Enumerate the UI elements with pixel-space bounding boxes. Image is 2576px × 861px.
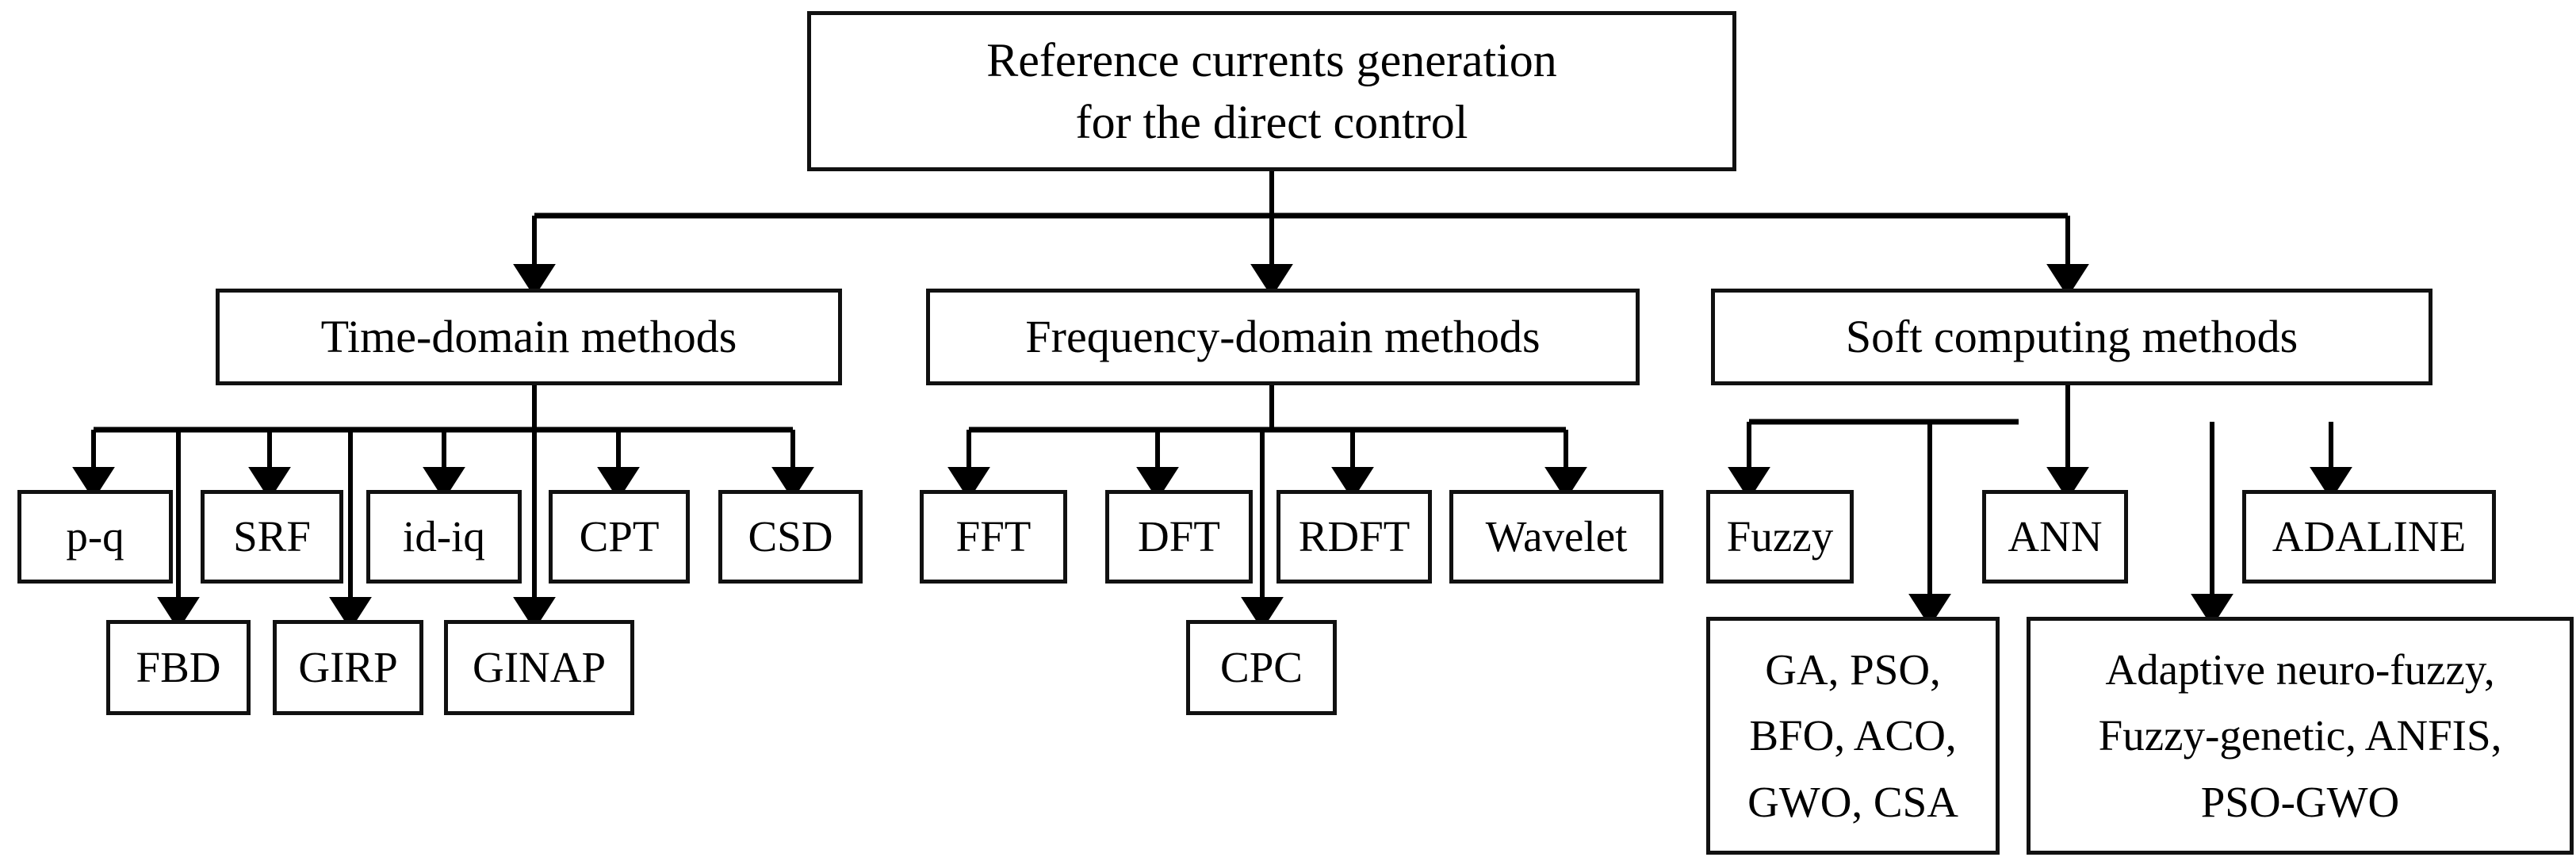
node-id-iq-label: id-iq xyxy=(403,512,485,561)
node-csd-label: CSD xyxy=(748,512,833,561)
node-girp-label: GIRP xyxy=(298,643,398,692)
node-frequency-domain[interactable]: Frequency-domain methods xyxy=(926,289,1640,385)
node-anfis[interactable]: Adaptive neuro-fuzzy, Fuzzy-genetic, ANF… xyxy=(2027,617,2574,855)
node-rdft-label: RDFT xyxy=(1298,512,1410,561)
node-srf-label: SRF xyxy=(233,512,311,561)
node-fft[interactable]: FFT xyxy=(920,490,1067,584)
node-cpt-label: CPT xyxy=(579,512,660,561)
node-rdft[interactable]: RDFT xyxy=(1277,490,1432,584)
node-cpc[interactable]: CPC xyxy=(1186,620,1337,715)
node-ga-pso-label: GA, PSO, BFO, ACO, GWO, CSA xyxy=(1747,645,1958,826)
node-wavelet-label: Wavelet xyxy=(1485,512,1628,561)
node-dft[interactable]: DFT xyxy=(1105,490,1253,584)
node-fuzzy-label: Fuzzy xyxy=(1726,512,1834,561)
node-adaline-label: ADALINE xyxy=(2272,512,2467,561)
node-anfis-label: Adaptive neuro-fuzzy, Fuzzy-genetic, ANF… xyxy=(2098,645,2502,826)
node-soft-computing[interactable]: Soft computing methods xyxy=(1711,289,2432,385)
node-soft-computing-label: Soft computing methods xyxy=(1845,311,2298,363)
node-frequency-domain-label: Frequency-domain methods xyxy=(1025,311,1541,363)
node-time-domain-label: Time-domain methods xyxy=(320,311,737,363)
node-csd[interactable]: CSD xyxy=(718,490,863,584)
node-ga-pso[interactable]: GA, PSO, BFO, ACO, GWO, CSA xyxy=(1706,617,2000,855)
node-cpc-label: CPC xyxy=(1220,643,1303,692)
node-srf[interactable]: SRF xyxy=(201,490,343,584)
node-fbd-label: FBD xyxy=(136,643,221,692)
node-girp[interactable]: GIRP xyxy=(273,620,423,715)
node-root[interactable]: Reference currents generation for the di… xyxy=(807,11,1736,171)
node-fuzzy[interactable]: Fuzzy xyxy=(1706,490,1854,584)
node-ann-label: ANN xyxy=(2008,512,2103,561)
node-pq-label: p-q xyxy=(66,512,124,561)
node-adaline[interactable]: ADALINE xyxy=(2242,490,2496,584)
node-fbd[interactable]: FBD xyxy=(106,620,251,715)
node-id-iq[interactable]: id-iq xyxy=(366,490,522,584)
node-root-label: Reference currents generation for the di… xyxy=(986,34,1557,148)
node-dft-label: DFT xyxy=(1138,512,1220,561)
node-ginap[interactable]: GINAP xyxy=(444,620,634,715)
node-time-domain[interactable]: Time-domain methods xyxy=(216,289,842,385)
root-to-level2-connectors xyxy=(513,171,2089,297)
node-fft-label: FFT xyxy=(955,512,1032,561)
node-cpt[interactable]: CPT xyxy=(549,490,690,584)
node-ann[interactable]: ANN xyxy=(1982,490,2128,584)
node-ginap-label: GINAP xyxy=(472,643,607,692)
node-wavelet[interactable]: Wavelet xyxy=(1449,490,1663,584)
node-pq[interactable]: p-q xyxy=(17,490,173,584)
